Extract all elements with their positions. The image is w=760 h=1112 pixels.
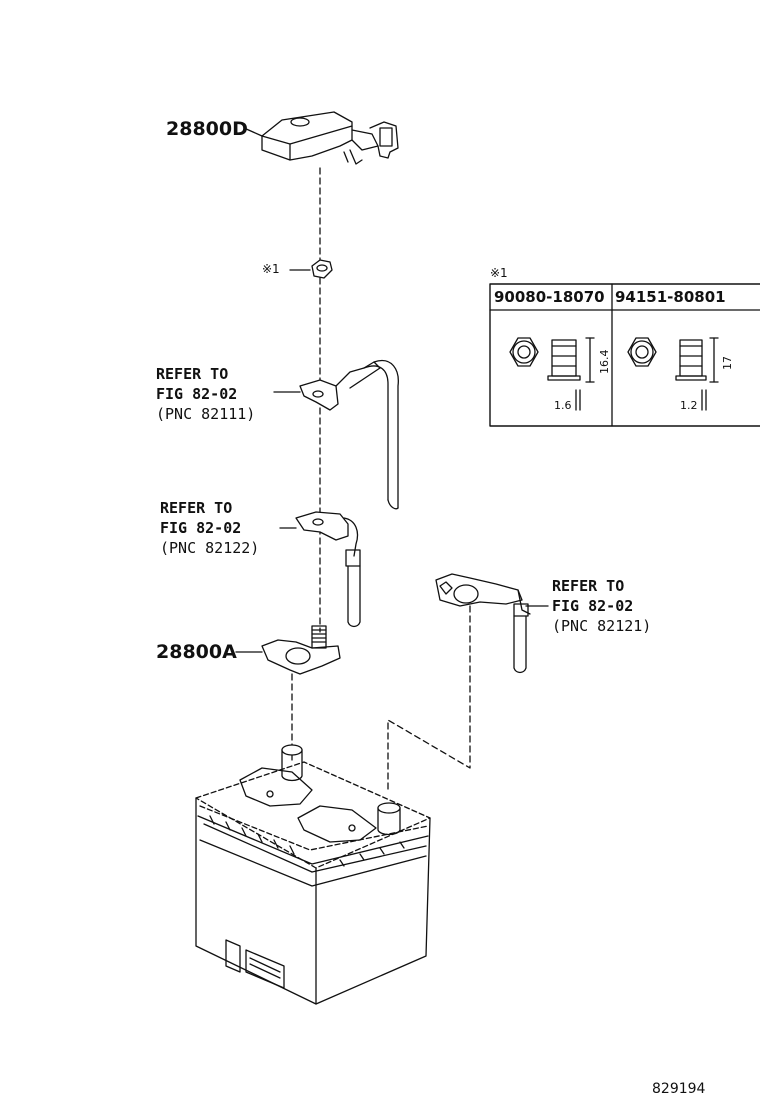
ref-82111-line3[interactable]: (PNC 82111) — [156, 405, 256, 423]
ref-82121-line3[interactable]: (PNC 82121) — [552, 617, 652, 635]
battery-drawing — [195, 744, 431, 1005]
nut-spec-table-drawing — [489, 283, 760, 427]
terminal-cover-drawing — [261, 111, 399, 165]
figure-number: 829194 — [652, 1081, 706, 1097]
ref-82121-line2[interactable]: FIG 82-02 — [552, 597, 634, 615]
ref-82122-line2[interactable]: FIG 82-02 — [160, 519, 242, 537]
nut-1-height-dimension: 16.4 — [598, 349, 611, 375]
ref-82121-line1: REFER TO — [552, 577, 625, 595]
part-number-cover[interactable]: 28800D — [166, 118, 248, 140]
ref-82122-line3[interactable]: (PNC 82122) — [160, 539, 260, 557]
ref-82111-line1: REFER TO — [156, 365, 229, 383]
ref-82111-line2[interactable]: FIG 82-02 — [156, 385, 238, 403]
cable-82122-drawing — [279, 511, 361, 628]
nut-2-height-dimension: 17 — [721, 356, 734, 370]
part-number-terminal-clamp[interactable]: 28800A — [156, 641, 237, 663]
nut-table-part-number-1[interactable]: 90080-18070 — [494, 288, 605, 306]
terminal-clamp-drawing — [235, 625, 341, 761]
cable-82111-drawing — [273, 360, 399, 510]
nut-callout-mark[interactable]: ※1 — [262, 262, 280, 276]
nut-table-mark: ※1 — [490, 266, 508, 280]
nut-drawing — [289, 259, 333, 279]
nut-2-flange-dimension: 1.2 — [680, 399, 698, 412]
nut-1-flange-dimension: 1.6 — [554, 399, 572, 412]
ref-82122-line1: REFER TO — [160, 499, 233, 517]
nut-table-part-number-2[interactable]: 94151-80801 — [615, 288, 726, 306]
terminal-82121-drawing — [387, 573, 549, 791]
leader-lines — [243, 127, 263, 137]
